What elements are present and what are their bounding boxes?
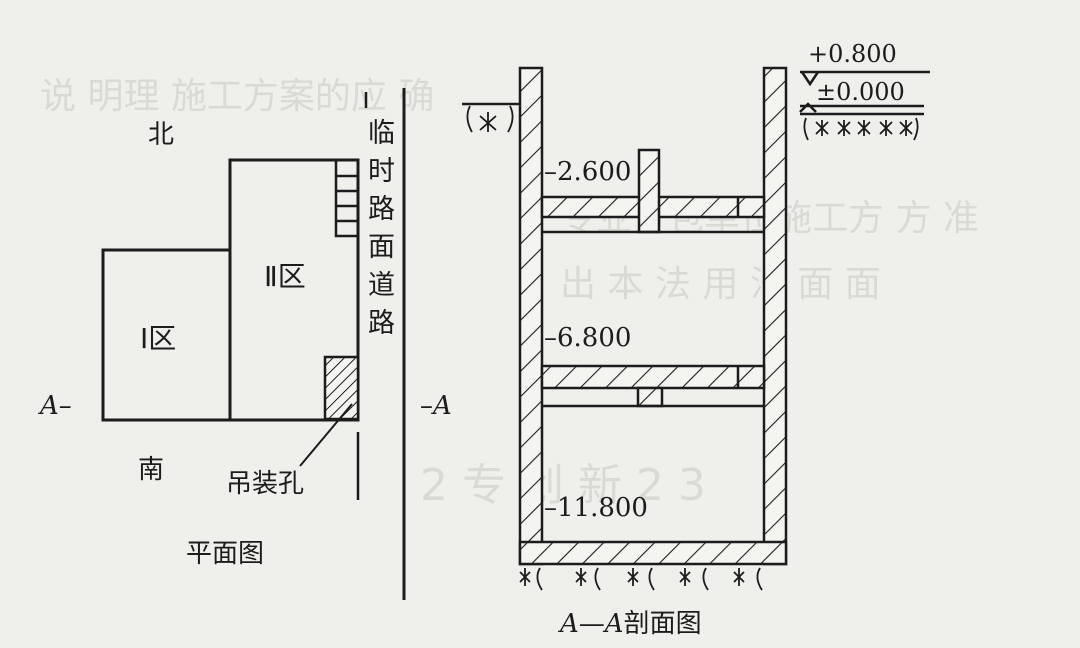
elevation-level-2: –6.800 [544, 323, 631, 353]
section-view: +0.800 ±0.000 –2.600 –6.800 –11.800 A—A剖… [462, 40, 930, 639]
beam-stub [636, 386, 664, 408]
ghost-stamp: 2 专 创 新 2 3 [420, 460, 706, 511]
elevation-triangle-ground [799, 102, 817, 113]
road-char-2: 时 [368, 156, 395, 187]
background-bleed-text: 说 明理 施工方案的应 确 专业分包单位施工方 方 准 出 本 法 用 法 面 … [40, 76, 979, 511]
plan-view: 北 Ⅰ区 Ⅱ区 吊装孔 临 时 路 面 道 路 A– –A [38, 88, 452, 600]
zone-1-label: Ⅰ区 [140, 322, 176, 355]
soil-symbol-left [466, 105, 514, 133]
stair-symbol [334, 158, 360, 238]
hoist-hole-leader-line [299, 403, 353, 467]
ghost-line-3: 出 本 法 用 法 面 面 [560, 264, 881, 305]
base-slab [518, 540, 788, 566]
section-mark-right: –A [420, 391, 452, 421]
elevation-level-1: –2.600 [544, 157, 631, 187]
right-wall [762, 66, 788, 566]
plan-caption: 平面图 [186, 539, 264, 569]
road-label: 临 时 路 面 道 路 [368, 118, 395, 339]
road-char-5: 道 [368, 270, 395, 301]
north-label: 北 [148, 120, 174, 150]
section-caption-suffix: 剖面图 [624, 609, 702, 639]
left-wall [518, 66, 544, 566]
section-mark-left: A– [38, 391, 72, 421]
soil-symbol-right [803, 117, 919, 141]
ghost-line-1: 说 明理 施工方案的应 确 [40, 76, 434, 117]
elevation-top: +0.800 [808, 40, 897, 68]
upstand-column [637, 148, 661, 234]
road-char-3: 路 [368, 194, 395, 225]
section-caption-prefix: A—A [558, 609, 624, 639]
soil-symbol-bottom [519, 567, 763, 591]
south-label: 南 [138, 455, 164, 485]
section-caption: A—A剖面图 [558, 609, 702, 639]
elevation-level-3: –11.800 [544, 493, 648, 523]
road-char-4: 面 [368, 232, 395, 263]
elevation-triangle-top [800, 71, 820, 87]
zone-2-outline [228, 158, 360, 422]
elevation-ground: ±0.000 [816, 78, 905, 106]
hoist-hole-label: 吊装孔 [226, 469, 304, 499]
road-char-1: 临 [368, 118, 395, 149]
road-char-6: 路 [368, 308, 395, 339]
slab-level-2 [540, 364, 766, 390]
hoist-hole-hatch [323, 355, 360, 421]
zone-2-label: Ⅱ区 [264, 260, 306, 293]
